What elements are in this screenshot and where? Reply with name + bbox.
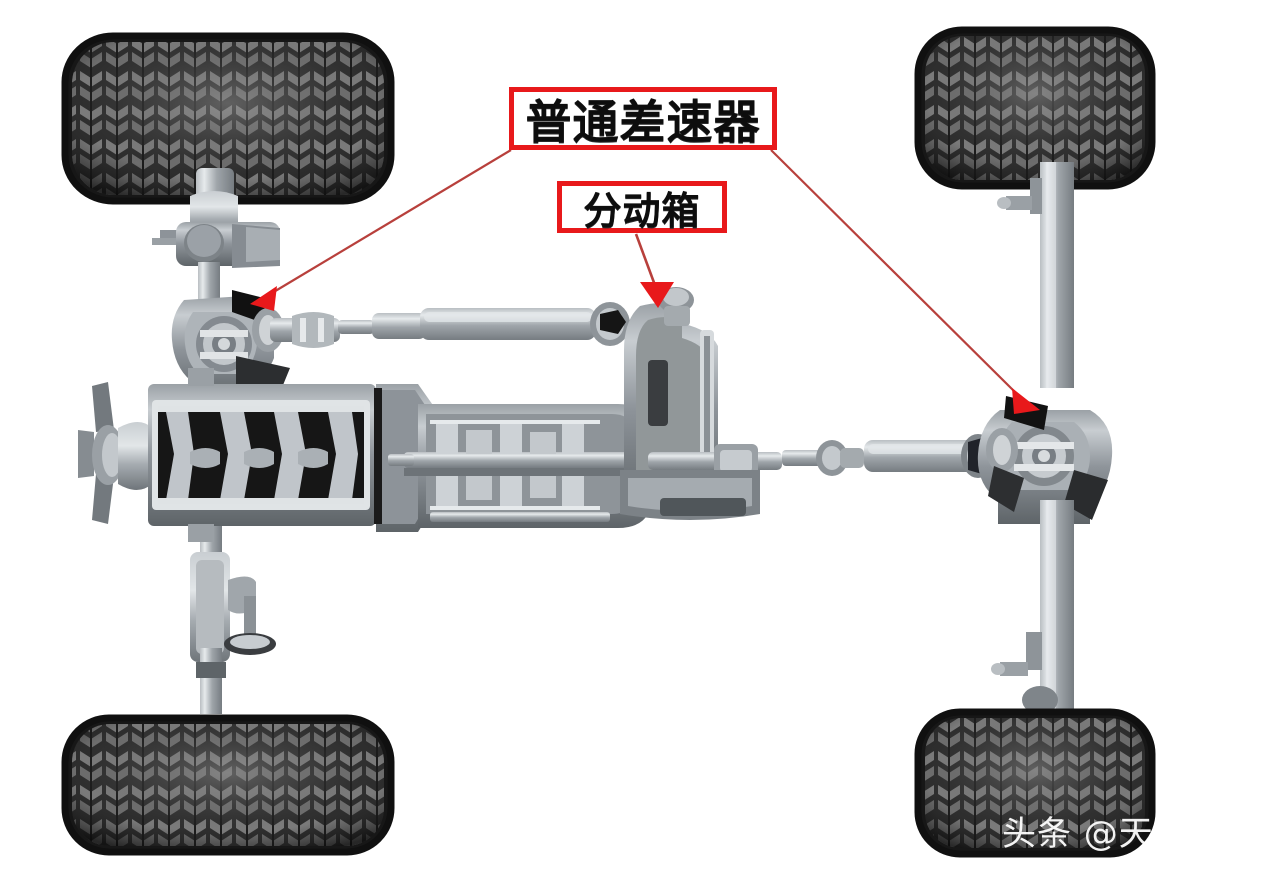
leader-front-differential [271,149,512,294]
callout-label-differential: 普通差速器 [509,87,777,150]
cooling-fan [78,382,124,524]
front-axle-assembly [61,32,395,856]
transfer-case [620,287,782,520]
arrowhead-front-differential [250,286,277,311]
rear-axle-tube-upper [997,162,1074,388]
crankshaft-cutaway [158,406,364,504]
callout-leaders [250,149,1040,414]
rear-left-tire [61,714,395,856]
front-right-tire [914,26,1156,190]
callout-label-transfer-case: 分动箱 [557,181,727,233]
front-left-tire [61,32,395,205]
leader-transfer-case [634,233,658,289]
gear-cluster [430,420,610,522]
rear-propshaft [782,434,995,478]
gearbox [388,404,648,528]
rear-axle-tube-lower [991,500,1074,714]
front-lower-knuckle [190,552,276,714]
front-propshaft-ujoint [590,302,630,346]
callout-differential-text: 普通差速器 [525,94,761,149]
rear-axle-assembly [914,26,1156,858]
front-steering-column [198,262,220,308]
front-steering-gear [152,222,280,268]
engine-block [78,368,442,542]
callout-transfercase-text: 分动箱 [583,188,701,233]
front-propshaft [338,302,630,346]
arrowhead-transfer-case [640,282,674,308]
arrowhead-rear-differential [1012,388,1040,414]
leader-rear-differential [770,149,1019,396]
rear-right-tire [914,708,1156,858]
rear-propshaft-front-ujoint [816,440,864,476]
